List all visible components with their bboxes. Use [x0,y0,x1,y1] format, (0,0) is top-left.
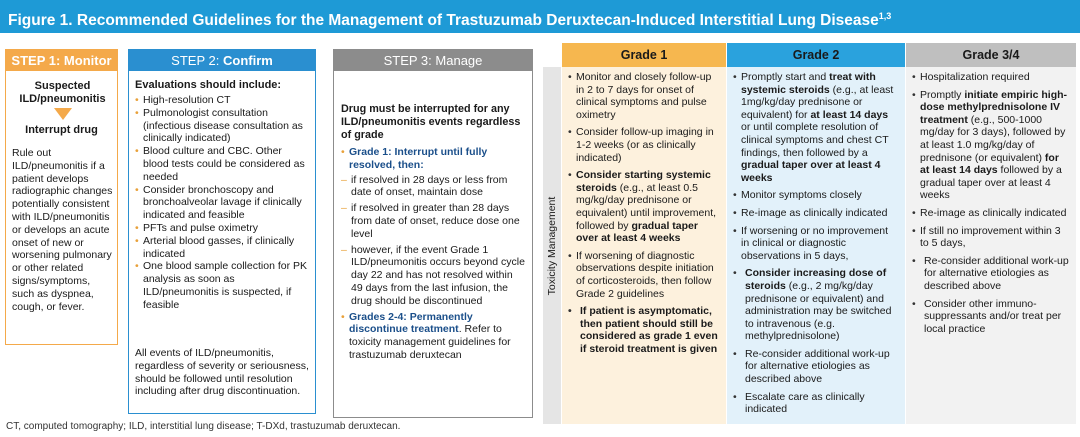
g2-i5b: (e.g., 2 mg/kg/day prednisone or equival… [745,279,892,343]
g34-i2d: for at least 14 days [920,151,1059,177]
step2-list: High-resolution CT Pulmonologist consult… [135,94,307,312]
grade34-header: Grade 3/4 [906,43,1076,67]
grade2-header: Grade 2 [727,43,905,67]
list-item: Promptly start and treat with systemic s… [733,71,899,184]
list-item: Re-consider additional work-up for alter… [912,255,1070,293]
list-item: Re-image as clinically indicated [733,207,899,220]
list-item: PFTs and pulse oximetry [135,222,307,235]
list-item: Re-consider additional work-up for alter… [733,348,899,386]
grade34-list: Hospitalization required Promptly initia… [912,71,1070,335]
list-item: Consider increasing dose of steroids (e.… [733,267,899,343]
step1-header: STEP 1: Monitor [6,50,117,71]
step3-header: STEP 3: Manage [334,50,532,71]
step1-box: STEP 1: Monitor Suspected ILD/pneumoniti… [5,49,118,345]
g2-i1f: gradual taper over at least 4 weeks [741,159,881,184]
step1-name: Monitor [63,53,112,68]
grade24-text: . Refer to toxicity management guideline… [349,323,511,361]
list-item: Monitor symptoms closely [733,189,899,202]
list-item: Arterial blood gasses, if clinically ind… [135,235,307,261]
step2-label: STEP 2: [171,53,220,68]
list-item: Re-image as clinically indicated [912,207,1070,220]
g1-i3c: gradual taper over at least 4 weeks [576,219,698,245]
g2-i1c: (e.g., at least 1mg/kg/day prednisone or… [741,83,894,121]
list-item: High-resolution CT [135,94,307,107]
grade2-column: Promptly start and treat with systemic s… [727,67,905,424]
step3-name: Manage [435,53,483,68]
list-item: Grades 2-4: Permanently discontinue trea… [341,311,526,362]
g1-i5: If patient is asymptomatic, then patient… [580,305,718,355]
list-item: Promptly initiate empiric high-dose meth… [912,89,1070,202]
list-item: Consider other immuno-suppressants and/o… [912,298,1070,336]
step2-name: Confirm [222,53,273,68]
step2-heading: Evaluations should include: [135,79,282,91]
g34-i2c: (e.g., 500-1000 mg/day for 3 days), foll… [920,113,1066,164]
figure-title: Figure 1. Recommended Guidelines for the… [0,0,1080,33]
list-item: Escalate care as clinically indicated [733,391,899,416]
g34-i2a: Promptly [920,88,965,101]
step1-heading: Suspected ILD/pneumonitis [19,80,106,105]
g34-i2e: followed by a gradual taper over at leas… [920,164,1062,202]
list-item: If worsening or no improvement in clinic… [733,225,899,263]
list-item: Pulmonologist consultation (infectious d… [135,107,307,145]
list-item: Monitor and closely follow-up in 2 to 7 … [568,71,720,121]
step3-heading: Drug must be interrupted for any ILD/pne… [341,103,521,141]
g34-i2b: initiate empiric high-dose methylprednis… [920,88,1068,126]
step3-list: Grade 1: Interrupt until fully resolved,… [341,146,526,362]
footnote: CT, computed tomography; ILD, interstiti… [6,421,401,432]
grade1-sublist: if resolved in 28 days or less from date… [341,174,526,308]
step1-action: Interrupt drug [25,124,98,136]
step2-box: STEP 2: Confirm Evaluations should inclu… [128,49,316,414]
g2-i5a: Consider increasing dose of steroids [745,267,887,292]
g2-i1d: at least 14 days [810,108,889,121]
side-label-bar [543,67,561,424]
figure-title-text: Figure 1. Recommended Guidelines for the… [8,12,879,30]
grade2-list: Promptly start and treat with systemic s… [733,71,899,416]
g1-i3b: (e.g., at least 0.5 mg/kg/day prednisone… [576,181,717,232]
grade1-column: Monitor and closely follow-up in 2 to 7 … [562,67,726,424]
step2-footer: All events of ILD/pneumonitis, regardles… [135,347,309,398]
list-item: Consider follow-up imaging in 1-2 weeks … [568,126,720,164]
down-arrow-icon [54,108,72,120]
list-item: If worsening of diagnostic observations … [568,250,720,300]
step1-label: STEP 1: [11,53,61,68]
grade1-title: Grade 1: Interrupt until fully resolved,… [349,146,488,171]
list-item: Hospitalization required [912,71,1070,84]
grade1-header: Grade 1 [562,43,726,67]
list-item: if resolved in greater than 28 days from… [341,202,526,240]
grade34-column: Hospitalization required Promptly initia… [906,67,1076,424]
g2-i1b: treat with systemic steroids [741,71,876,96]
step3-box: STEP 3: Manage Drug must be interrupted … [333,49,533,418]
g2-i1a: Promptly start and [741,71,830,83]
g2-i1e: or until complete resolution of clinical… [741,121,889,159]
list-item: Consider starting systemic steroids (e.g… [568,169,720,245]
list-item: If still no improvement within 3 to 5 da… [912,225,1070,250]
g1-i3a: Consider starting systemic steroids [576,169,711,194]
side-label: Toxicity Management [546,196,558,296]
step1-text: Rule out ILD/pneumonitis if a patient de… [12,147,113,313]
grade24-title: Grades 2-4: Permanently discontinue trea… [349,310,473,336]
list-item: Grade 1: Interrupt until fully resolved,… [341,146,526,308]
list-item: however, if the event Grade 1 ILD/pneumo… [341,244,526,308]
list-item: If patient is asymptomatic, then patient… [568,305,720,355]
grade1-list: Monitor and closely follow-up in 2 to 7 … [568,71,720,355]
list-item: One blood sample collection for PK analy… [135,260,307,311]
step2-header: STEP 2: Confirm [129,50,315,71]
list-item: if resolved in 28 days or less from date… [341,174,526,200]
step3-label: STEP 3: [383,53,432,68]
figure-title-superscript: 1,3 [878,11,892,21]
list-item: Consider bronchoscopy and bronchoalveola… [135,184,307,222]
list-item: Blood culture and CBC. Other blood tests… [135,145,307,183]
